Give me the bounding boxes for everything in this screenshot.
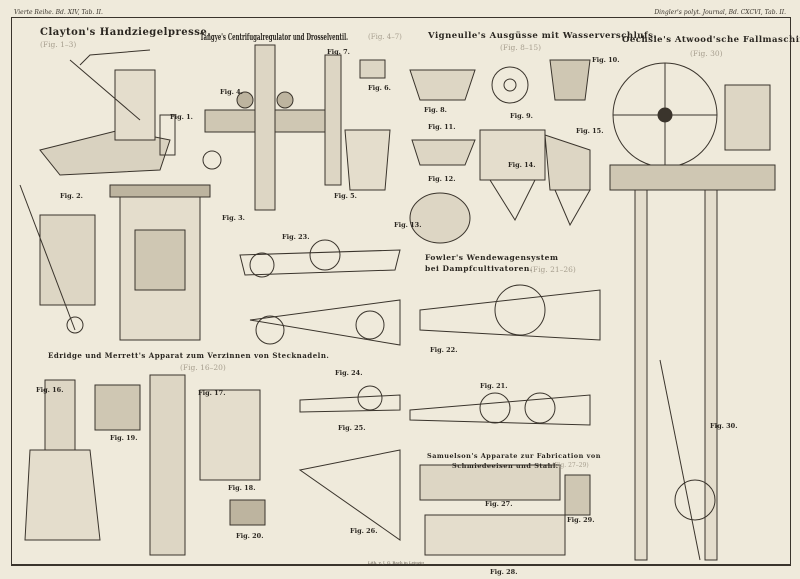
section-figs-clayton: (Fig. 1–3) bbox=[40, 40, 77, 49]
lithographer-credit: Lith. v. J. G. Bach in Leipzig bbox=[368, 560, 424, 565]
sink-trap-drawing bbox=[409, 59, 591, 244]
fig-label-29: Fig. 29. bbox=[567, 516, 595, 524]
fig-label-21: Fig. 21. bbox=[480, 382, 508, 390]
fig-label-4: Fig. 4. bbox=[220, 88, 243, 96]
section-figs-tangye: (Fig. 4–7) bbox=[368, 33, 402, 41]
fig-label-2: Fig. 2. bbox=[60, 192, 83, 200]
fig-label-25: Fig. 25. bbox=[338, 424, 366, 432]
fig-label-7: Fig. 7. bbox=[327, 48, 350, 56]
steel-apparatus-drawings bbox=[419, 464, 591, 556]
section-figs-fowler: (Fig. 21–26) bbox=[530, 265, 576, 274]
fig-label-1: Fig. 1. bbox=[170, 113, 193, 121]
fig-label-17: Fig. 17. bbox=[198, 389, 226, 397]
fig-label-12: Fig. 12. bbox=[428, 175, 456, 183]
fig-label-3: Fig. 3. bbox=[222, 214, 245, 222]
fig-label-24: Fig. 24. bbox=[335, 369, 363, 377]
plate-header-left: Vierte Reihe. Bd. XIV, Tab. II. bbox=[14, 9, 103, 16]
fig-label-19: Fig. 19. bbox=[110, 434, 138, 442]
fig-label-6: Fig. 6. bbox=[368, 84, 391, 92]
press-section-drawing bbox=[19, 184, 211, 341]
cultivator-drawings bbox=[239, 239, 601, 541]
section-title-samuelson-line2: Schmiedeeisen und Stahl. bbox=[452, 462, 559, 470]
section-figs-oechsle: (Fig. 30) bbox=[690, 49, 723, 58]
fig-label-13: Fig. 13. bbox=[394, 221, 422, 229]
fig-label-26: Fig. 26. bbox=[350, 527, 378, 535]
section-title-edridge: Edridge und Merrett's Apparat zum Verzin… bbox=[48, 351, 330, 360]
fig-label-16: Fig. 16. bbox=[36, 386, 64, 394]
governor-drawing bbox=[202, 44, 391, 211]
section-figs-samuelson: (Fig. 27–29) bbox=[552, 462, 589, 469]
fig-label-14: Fig. 14. bbox=[508, 161, 536, 169]
section-title-tangye: Tangye's Centrifugalregulator und Drosse… bbox=[200, 33, 349, 43]
fig-label-28: Fig. 28. bbox=[490, 568, 518, 576]
section-figs-edridge: (Fig. 16–20) bbox=[180, 363, 226, 372]
atwood-machine-drawing bbox=[609, 62, 776, 561]
plate-frame bbox=[11, 17, 791, 566]
fig-label-23: Fig. 23. bbox=[282, 233, 310, 241]
fig-label-10: Fig. 10. bbox=[592, 56, 620, 64]
section-title-oechsle: Oechsle's Atwood'sche Fallmaschine. bbox=[622, 35, 800, 45]
section-title-samuelson: Samuelson's Apparate zur Fabrication von bbox=[427, 452, 601, 460]
fig-label-20: Fig. 20. bbox=[236, 532, 264, 540]
fig-label-5: Fig. 5. bbox=[334, 192, 357, 200]
fig-label-9: Fig. 9. bbox=[510, 112, 533, 120]
section-title-vigneulle: Vigneulle's Ausgüsse mit Wasserverschluf… bbox=[428, 31, 657, 41]
fig-label-30: Fig. 30. bbox=[710, 422, 738, 430]
fig-label-22: Fig. 22. bbox=[430, 346, 458, 354]
section-title-fowler-line2: bei Dampfcultivatoren. bbox=[425, 264, 533, 273]
plate-header-right: Dingler's polyt. Journal, Bd. CXCVI, Tab… bbox=[654, 9, 786, 16]
fig-label-27: Fig. 27. bbox=[485, 500, 513, 508]
fig-label-18: Fig. 18. bbox=[228, 484, 256, 492]
section-title-clayton: Clayton's Handziegelpresse. bbox=[40, 27, 212, 38]
fig-label-15: Fig. 15. bbox=[576, 127, 604, 135]
tinning-apparatus-drawings bbox=[24, 374, 266, 556]
section-figs-vigneulle: (Fig. 8–15) bbox=[500, 43, 542, 52]
section-title-fowler: Fowler's Wendewagensystem bbox=[425, 253, 559, 262]
fig-label-11: Fig. 11. bbox=[428, 123, 456, 131]
brick-press-drawing bbox=[39, 49, 176, 176]
fig-label-8: Fig. 8. bbox=[424, 106, 447, 114]
